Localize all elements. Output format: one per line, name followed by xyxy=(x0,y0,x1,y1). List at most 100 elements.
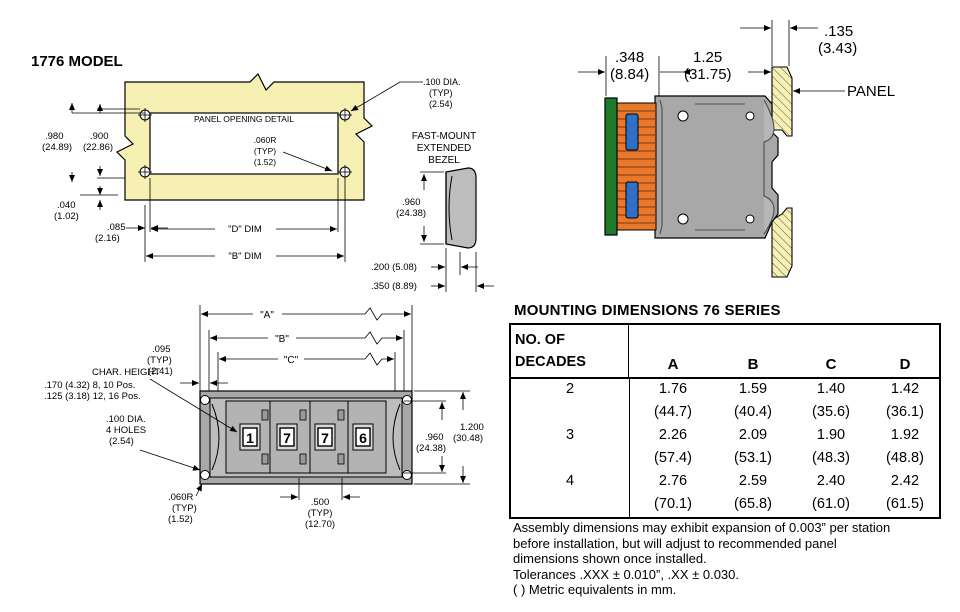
svg-text:(24.38): (24.38) xyxy=(396,208,426,219)
table-cell: (40.4) xyxy=(734,404,772,420)
svg-text:.960: .960 xyxy=(402,197,421,208)
table-cell: 2.76 xyxy=(658,473,688,489)
svg-text:(2.41): (2.41) xyxy=(148,366,173,377)
digit-2: 7 xyxy=(283,430,291,446)
note-line: ( ) Metric equivalents in mm. xyxy=(513,582,677,597)
svg-text:(TYP): (TYP) xyxy=(254,146,276,156)
model-title: 1776 MODEL xyxy=(31,53,123,70)
table-cell: (57.4) xyxy=(654,450,692,466)
svg-text:.100 DIA.: .100 DIA. xyxy=(106,414,146,425)
svg-text:FAST-MOUNT: FAST-MOUNT xyxy=(412,131,476,142)
svg-text:.135: .135 xyxy=(824,23,853,40)
svg-text:(24.89): (24.89) xyxy=(42,142,72,153)
svg-text:.348: .348 xyxy=(615,49,644,66)
front-view: "A" "B" "C" .095 (TYP) (2.41) xyxy=(44,305,484,530)
svg-text:(1.52): (1.52) xyxy=(168,514,193,525)
svg-text:.500: .500 xyxy=(311,497,330,508)
svg-text:BEZEL: BEZEL xyxy=(428,155,460,166)
fast-mount-bezel: FAST-MOUNT EXTENDED BEZEL .960 (24.38) .… xyxy=(371,131,494,292)
svg-text:(2.54): (2.54) xyxy=(109,436,134,447)
svg-text:EXTENDED: EXTENDED xyxy=(417,143,471,154)
svg-text:.085: .085 xyxy=(107,222,126,233)
panel-opening-detail: PANEL OPENING DETAIL .060R (TYP) (1.52) … xyxy=(42,72,461,262)
table-row-decades: 4 xyxy=(565,473,575,489)
svg-text:"C": "C" xyxy=(284,355,299,366)
table-cell: 2.40 xyxy=(816,473,846,489)
digit-1: 1 xyxy=(246,430,254,446)
svg-text:(TYP): (TYP) xyxy=(147,355,172,366)
header-line-1: NO. OF xyxy=(515,332,565,348)
svg-text:(TYP): (TYP) xyxy=(172,503,197,514)
table-cell: 1.59 xyxy=(738,381,768,397)
svg-text:.350 (8.89): .350 (8.89) xyxy=(371,281,417,292)
table-cell: (65.8) xyxy=(734,496,772,512)
svg-text:.960: .960 xyxy=(425,432,444,443)
table-header-cell: NO. OF DECADES xyxy=(511,325,629,379)
svg-text:.060R: .060R xyxy=(254,135,277,145)
table-cell: 1.92 xyxy=(890,427,920,443)
svg-text:"B": "B" xyxy=(275,334,289,345)
table-row-decades: 3 xyxy=(565,427,575,443)
svg-text:.060R: .060R xyxy=(168,492,193,503)
column-header-a: A xyxy=(667,356,679,373)
header-line-2: DECADES xyxy=(515,354,586,370)
svg-text:"D" DIM: "D" DIM xyxy=(228,224,262,235)
table-cell: 2.59 xyxy=(738,473,768,489)
svg-text:CHAR. HEIGHT: CHAR. HEIGHT xyxy=(92,367,160,378)
svg-text:(TYP): (TYP) xyxy=(308,508,333,519)
svg-text:(30.48): (30.48) xyxy=(453,433,483,444)
panel-opening xyxy=(149,112,339,175)
table-cell: (53.1) xyxy=(734,450,772,466)
table-cell: (44.7) xyxy=(654,404,692,420)
svg-text:(1.52): (1.52) xyxy=(254,157,276,167)
table-cell: 2.26 xyxy=(658,427,688,443)
table-cell: 1.76 xyxy=(658,381,688,397)
table-cell: 2.42 xyxy=(890,473,920,489)
svg-text:(31.75): (31.75) xyxy=(684,66,732,83)
table-cell: (61.5) xyxy=(886,496,924,512)
svg-text:"A": "A" xyxy=(260,310,274,321)
note-line: Assembly dimensions may exhibit expansio… xyxy=(513,520,891,535)
svg-text:.170 (4.32) 8, 10 Pos.: .170 (4.32) 8, 10 Pos. xyxy=(44,380,135,391)
side-view: .135 (3.43) .348 (8.84) 1.25 (31.75) PAN… xyxy=(578,20,895,278)
mounting-holes xyxy=(138,108,352,179)
table-cell: (70.1) xyxy=(654,496,692,512)
svg-text:1.25: 1.25 xyxy=(693,49,722,66)
table-cell: (61.0) xyxy=(812,496,850,512)
svg-text:(24.38): (24.38) xyxy=(416,443,446,454)
svg-text:.900: .900 xyxy=(90,131,109,142)
svg-text:(TYP): (TYP) xyxy=(429,88,453,98)
svg-text:.100 DIA.: .100 DIA. xyxy=(423,77,461,87)
table-cell: 1.90 xyxy=(816,427,846,443)
table-title: MOUNTING DIMENSIONS 76 SERIES xyxy=(514,302,781,319)
svg-text:(22.86): (22.86) xyxy=(83,142,113,153)
table-cell: (35.6) xyxy=(812,404,850,420)
column-header-b: B xyxy=(747,356,759,373)
notes: Assembly dimensions may exhibit expansio… xyxy=(513,520,953,598)
table-cell: (48.3) xyxy=(812,450,850,466)
digit-3: 7 xyxy=(321,430,329,446)
svg-text:.980: .980 xyxy=(45,131,64,142)
svg-text:(1.02): (1.02) xyxy=(54,211,79,222)
table-cell: 1.42 xyxy=(890,381,920,397)
table-cell: 1.40 xyxy=(816,381,846,397)
svg-text:"B" DIM: "B" DIM xyxy=(228,251,261,262)
bezel-profile xyxy=(445,167,477,249)
note-line: before installation, but will adjust to … xyxy=(513,535,837,551)
svg-text:.095: .095 xyxy=(152,344,171,355)
svg-text:(8.84): (8.84) xyxy=(610,66,649,83)
digit-4: 6 xyxy=(359,430,367,446)
svg-text:.200 (5.08): .200 (5.08) xyxy=(371,262,417,273)
panel-label: PANEL xyxy=(847,83,895,100)
mounting-dimensions-table: NO. OF DECADES A B C D 2 1.76 1.59 1.40 … xyxy=(509,323,941,519)
svg-text:(3.43): (3.43) xyxy=(818,40,857,57)
svg-text:.040: .040 xyxy=(57,200,76,211)
svg-text:(2.54): (2.54) xyxy=(429,99,453,109)
note-line: Tolerances .XXX ± 0.010”, .XX ± 0.030. xyxy=(513,566,740,582)
svg-text:(12.70): (12.70) xyxy=(305,519,335,530)
panel-opening-label: PANEL OPENING DETAIL xyxy=(194,114,294,124)
svg-text:1.200: 1.200 xyxy=(460,422,484,433)
note-line: dimensions shown once installed. xyxy=(513,551,707,566)
table-cell: (36.1) xyxy=(886,404,924,420)
